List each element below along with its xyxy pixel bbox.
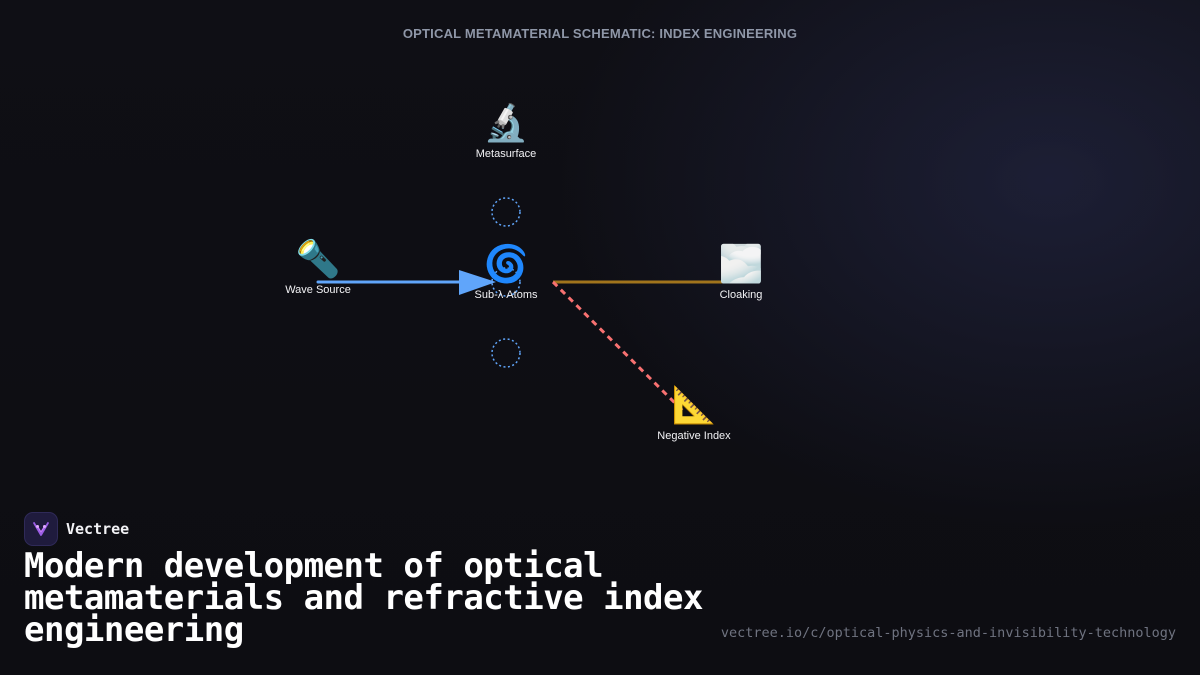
node-negative-index: 📐 Negative Index <box>624 384 764 442</box>
node-metasurface: 🔬 Metasurface <box>436 102 576 160</box>
edge-atoms-to-negative-index <box>551 280 686 414</box>
flashlight-icon: 🔦 <box>295 239 341 280</box>
triangular-ruler-icon: 📐 <box>671 385 717 426</box>
microscope-icon: 🔬 <box>483 103 529 144</box>
brand: Vectree <box>24 512 129 546</box>
brand-name: Vectree <box>66 520 130 538</box>
node-wave-source: 🔦 Wave Source <box>248 238 388 296</box>
schematic-title: OPTICAL METAMATERIAL SCHEMATIC: INDEX EN… <box>402 26 798 41</box>
node-cloaking: 🌫️ Cloaking <box>671 243 811 301</box>
node-sub-atoms: 🌀 Sub-λ Atoms <box>436 243 576 301</box>
fog-icon: 🌫️ <box>718 244 764 285</box>
orbit-ring-top <box>491 197 521 227</box>
node-label-sub-atoms: Sub-λ Atoms <box>474 289 538 301</box>
node-label-negative-index: Negative Index <box>657 430 731 442</box>
orbit-ring-bottom <box>491 338 521 368</box>
node-label-metasurface: Metasurface <box>475 148 537 160</box>
headline: Modern development of optical metamateri… <box>24 546 703 650</box>
vectree-logo-icon <box>24 512 58 546</box>
node-label-wave-source: Wave Source <box>285 284 351 296</box>
source-url[interactable]: vectree.io/c/optical-physics-and-invisib… <box>720 625 1176 641</box>
arrowhead-icon <box>459 270 496 295</box>
node-label-cloaking: Cloaking <box>719 289 763 301</box>
orbit-ring-middle <box>491 267 521 297</box>
cyclone-icon: 🌀 <box>483 244 529 285</box>
